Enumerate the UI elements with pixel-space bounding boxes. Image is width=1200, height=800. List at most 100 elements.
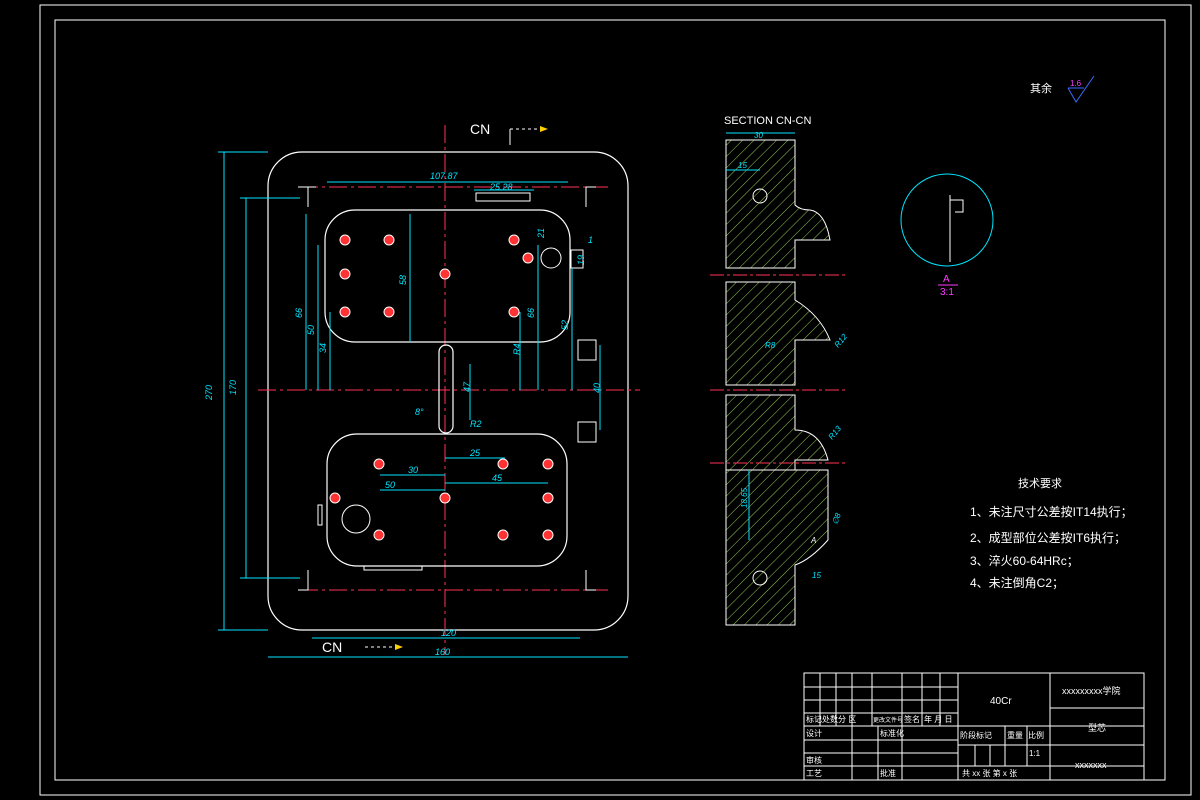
left-notch [317, 504, 323, 526]
dim-107: 107.87 [430, 171, 459, 181]
sec-dim-r13: R13 [827, 424, 844, 441]
roughness-note: 其余 1.6 [1030, 75, 1095, 103]
upper-hole [383, 234, 395, 246]
row-standard: 标准化 [880, 728, 904, 738]
header-signature: 签名 [904, 714, 920, 724]
header-zone: 分 区 [838, 715, 856, 724]
dim-50b: 50 [385, 480, 395, 490]
section-block-top [725, 139, 831, 269]
side-pocket-upper [577, 339, 597, 361]
technical-requirements: 技术要求 1、未注尺寸公差按IT14执行； 2、成型部位公差按IT6执行； 3、… [970, 477, 1133, 590]
dim-1: 1 [588, 235, 593, 245]
dim-8deg: 8° [415, 407, 424, 417]
dim-overall-height: 270 [204, 385, 214, 401]
section-mark-top: CN [470, 121, 490, 137]
scale-value: 1:1 [1029, 749, 1041, 758]
upper-hole [508, 306, 520, 318]
upper-hole [339, 306, 351, 318]
roughness-label: 其余 [1030, 81, 1052, 95]
requirement-2: 2、成型部位公差按IT6执行； [970, 530, 1126, 545]
outer-frame [39, 4, 1192, 796]
requirement-1: 1、未注尺寸公差按IT14执行； [970, 504, 1133, 519]
dim-50: 50 [306, 325, 316, 335]
right-notch [570, 249, 584, 269]
upper-hole [439, 268, 451, 280]
title-block: 40Cr xxxxxxxxx学院 型芯 xxxxxxx 1:1 共 xx 张 第… [803, 672, 1145, 781]
plan-dimension-lines [218, 151, 628, 658]
upper-hole [383, 306, 395, 318]
dim-25b: 25 [469, 448, 481, 458]
plan-view: CN CN 270 170 120 160 107.87 25.28 58 66… [204, 121, 640, 658]
sheet-count: 共 xx 张 第 x 张 [962, 768, 1017, 778]
header-mark: 标记 [806, 714, 822, 724]
requirement-3: 3、淬火60-64HRc； [970, 553, 1079, 568]
section-mark-bottom: CN [322, 639, 342, 655]
lower-core-pin [341, 504, 371, 534]
upper-hole [508, 234, 520, 246]
row-design: 设计 [806, 728, 822, 738]
plate-outline [267, 151, 629, 631]
dim-30: 30 [408, 465, 418, 475]
section-arrowhead-bottom [395, 644, 403, 650]
lower-ejector-holes [329, 458, 554, 541]
requirement-4: 4、未注倒角C2； [970, 575, 1064, 590]
dim-19: 19 [576, 255, 586, 265]
dim-34: 34 [318, 343, 328, 353]
section-block-bottom [725, 469, 829, 626]
header-date: 年 月 日 [924, 714, 952, 724]
upper-cavity [324, 209, 571, 343]
lower-hole [329, 492, 341, 504]
section-title: SECTION CN-CN [724, 115, 811, 127]
plan-dimension-labels: 270 170 120 160 107.87 25.28 58 66 50 34… [204, 171, 602, 657]
sec-dim-15: 15 [738, 161, 747, 170]
row-approve: 批准 [880, 768, 896, 778]
dim-47: 47 [462, 381, 472, 392]
corner-features [298, 186, 596, 591]
dim-40: 40 [592, 383, 602, 393]
sec-detail-a: A [810, 536, 816, 545]
dim-r4: R4 [512, 343, 522, 355]
detail-profile [949, 195, 964, 262]
header-change-file: 更改文件号 [873, 716, 903, 724]
stage-label: 阶段标记 [960, 730, 992, 740]
bottom-gate [363, 565, 423, 571]
dim-52: 52 [560, 320, 570, 330]
upper-hole [339, 268, 351, 280]
material: 40Cr [990, 696, 1012, 707]
detail-scale: 3:1 [940, 287, 954, 298]
detail-label: A [943, 274, 950, 285]
detail-view: A 3:1 [900, 173, 994, 298]
detail-circle [900, 173, 994, 267]
sec-dim-30: 30 [754, 131, 763, 140]
school-name: xxxxxxxxx学院 [1062, 685, 1121, 696]
upper-hole [522, 252, 534, 264]
lower-hole [373, 458, 385, 470]
top-gate [475, 192, 531, 202]
section-hole-bottom [752, 570, 768, 586]
section-dimension-lines [726, 132, 795, 540]
sec-dim-r12: R12 [833, 332, 850, 349]
dim-66b: 66 [526, 308, 536, 318]
upper-core-pin [540, 247, 562, 269]
section-arrowhead-top [540, 126, 548, 132]
lower-hole [373, 529, 385, 541]
runner-slot [438, 344, 454, 434]
lower-hole [497, 529, 509, 541]
roughness-value: 1.6 [1070, 79, 1082, 88]
row-process: 工艺 [806, 769, 822, 778]
drawing-number: xxxxxxx [1075, 760, 1107, 770]
lower-hole [439, 492, 451, 504]
sec-dim-phi8: ∅8 [830, 511, 843, 525]
title-block-grid [803, 672, 1145, 781]
lower-cavity [326, 433, 568, 567]
lower-hole [542, 458, 554, 470]
requirements-heading: 技术要求 [1018, 477, 1062, 490]
dim-r2: R2 [470, 419, 482, 429]
weight-label: 重量 [1007, 730, 1023, 740]
side-pocket-lower [577, 421, 597, 443]
dim-160: 160 [435, 647, 450, 657]
header-count: 处数 [822, 714, 838, 724]
inner-frame [54, 19, 1166, 781]
upper-ejector-holes [339, 234, 534, 318]
